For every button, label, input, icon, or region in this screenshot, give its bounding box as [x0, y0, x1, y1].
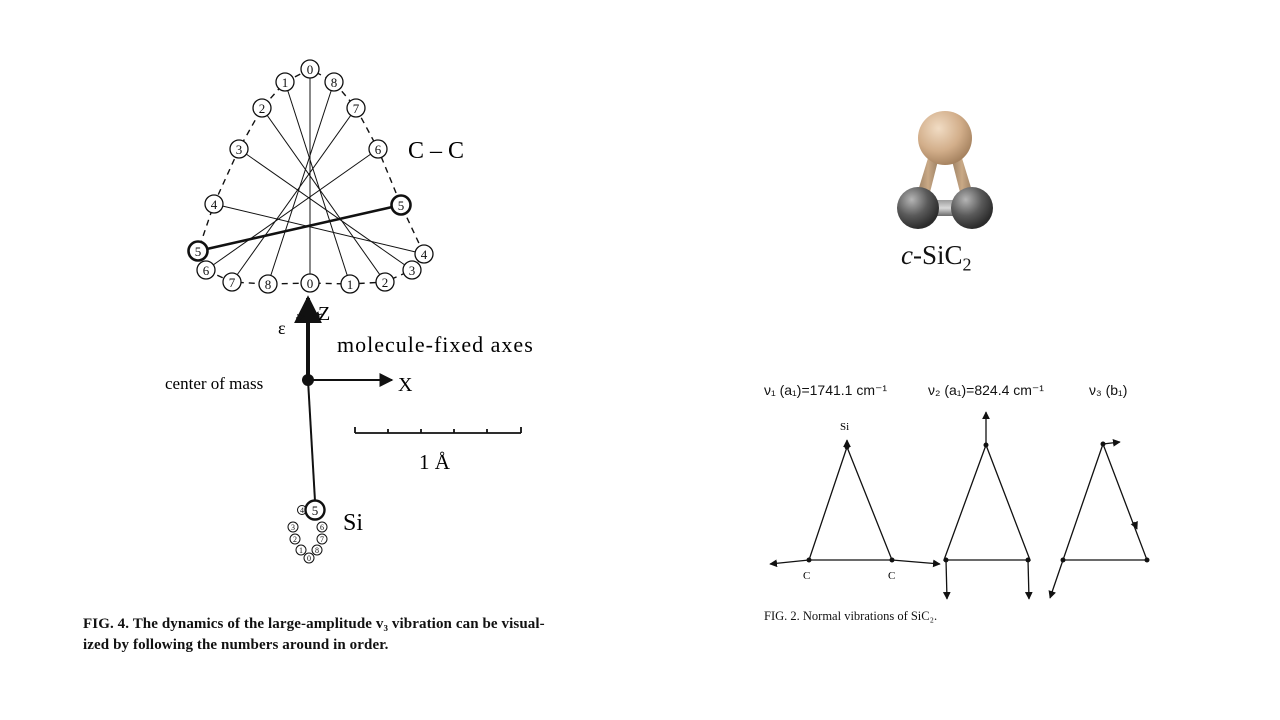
- nu3-label: ν₃ (b₁): [1089, 382, 1128, 398]
- nu2-c-right-arrow: [1024, 559, 1033, 600]
- si-num: 8: [315, 546, 319, 555]
- nu1-triangle: [808, 445, 893, 561]
- c-atom-label-left: C: [803, 570, 810, 582]
- fig4-diagram: 0 1 2 3 4 5 6 7 8 0 1 2 3 4 5 6 7 8 C – …: [165, 59, 534, 564]
- cc-num: 7: [353, 101, 360, 116]
- cc-num: 2: [259, 101, 266, 116]
- epsilon-label: ε: [278, 318, 286, 338]
- cc-num: 3: [409, 263, 416, 278]
- cc-bond-line-5: [197, 203, 402, 253]
- si-num: 5: [312, 503, 319, 518]
- fig4-caption: FIG. 4. The dynamics of the large-amplit…: [83, 614, 643, 656]
- fig4-caption-line2: ized by following the numbers around in …: [83, 637, 389, 653]
- cc-num: 8: [331, 75, 338, 90]
- scale-label: 1 Å: [419, 450, 451, 474]
- si-atom-label: Si: [840, 421, 849, 433]
- si-num: 4: [300, 506, 304, 515]
- cc-num: 8: [265, 277, 272, 292]
- c-atom-label-right: C: [888, 570, 895, 582]
- cc-num: 4: [421, 247, 428, 262]
- si-num: 1: [299, 546, 303, 555]
- cc-num: 0: [307, 62, 314, 77]
- cc-num: 7: [229, 275, 236, 290]
- nu3-si-arrow: [1102, 438, 1121, 447]
- cc-num: 6: [375, 142, 382, 157]
- cc-number-labels: 0 1 2 3 4 5 6 7 8 0 1 2 3 4 5 6 7 8: [195, 62, 428, 292]
- cc-connector-lines: [205, 69, 425, 285]
- cc-num: 0: [307, 276, 314, 291]
- si-num: 6: [320, 523, 324, 532]
- si-label: Si: [343, 510, 363, 536]
- axes-label: molecule-fixed axes: [337, 332, 534, 357]
- si-bond-line: [307, 379, 316, 502]
- si-number-labels: 4 5 6 7 8 0 1 2 3: [291, 503, 324, 563]
- cc-number-circles: [187, 59, 434, 294]
- molecule-sub: 2: [962, 254, 972, 275]
- si-num: 3: [291, 523, 295, 532]
- cc-num: 5: [398, 198, 405, 213]
- cc-num: 1: [347, 277, 354, 292]
- nu2-label: ν₂ (a₁)=824.4 cm⁻¹: [928, 382, 1044, 398]
- cc-num: 2: [382, 275, 389, 290]
- nu3-triangle: [1062, 442, 1148, 561]
- molecule-name: c-SiC2: [901, 240, 972, 275]
- z-label: Z: [318, 303, 330, 325]
- nu2-c-left-arrow: [942, 559, 951, 600]
- si-atom: [918, 111, 972, 165]
- si-num: 2: [293, 535, 297, 544]
- fig4-caption-line1: FIG. 4. The dynamics of the large-amplit…: [83, 616, 545, 632]
- cc-num: 4: [211, 197, 218, 212]
- nu2-triangle: [943, 443, 1031, 561]
- sic2-molecule-image: [897, 111, 993, 229]
- nu1-c-left-arrow: [769, 559, 810, 568]
- scale-bar: [354, 427, 522, 434]
- fig2-diagram: Si C C: [769, 411, 1150, 600]
- cc-num: 1: [282, 75, 289, 90]
- si-num: 0: [307, 554, 311, 563]
- nu1-c-right-arrow: [891, 559, 941, 568]
- fig2-caption: FIG. 2. Normal vibrations of SiC₂.: [764, 609, 938, 623]
- c-atom-left: [897, 187, 939, 229]
- nu3-c-left-arrow: [1048, 559, 1064, 599]
- c-atom-right: [951, 187, 993, 229]
- nu3-mid-arrow: [1130, 521, 1138, 530]
- si-num: 7: [320, 535, 324, 544]
- center-of-mass-label: center of mass: [165, 374, 263, 393]
- nu1-label: ν₁ (a₁)=1741.1 cm⁻¹: [764, 382, 888, 398]
- x-label: X: [398, 374, 413, 396]
- molecule-prefix: c-: [901, 240, 922, 270]
- epsilon-arrow: [312, 311, 323, 319]
- epsilon-arrow: [295, 314, 305, 321]
- cc-num: 6: [203, 263, 210, 278]
- cc-num: 5: [195, 244, 202, 259]
- molecule-main: SiC: [921, 240, 963, 270]
- cc-label: C – C: [408, 138, 464, 164]
- cc-num: 3: [236, 142, 243, 157]
- si-number-circles: [287, 499, 328, 564]
